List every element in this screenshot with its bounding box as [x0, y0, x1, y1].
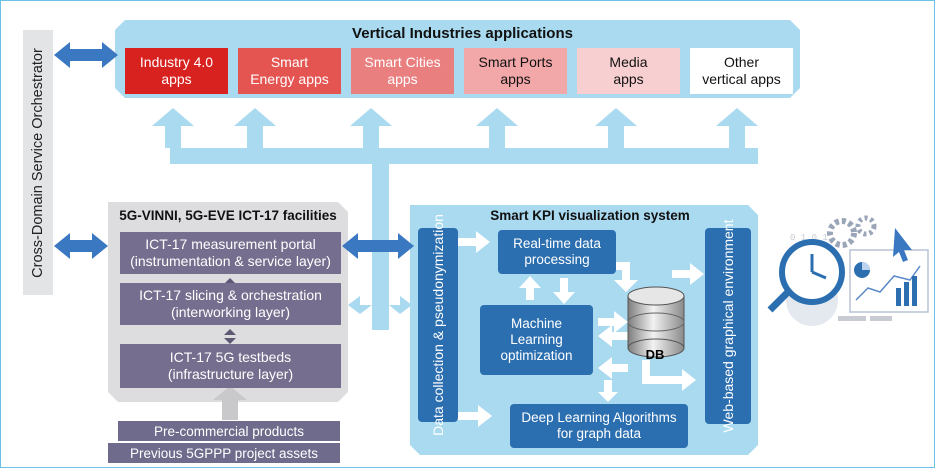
data-collection-box: Data collection & pseudonymization: [418, 214, 458, 436]
app-smart-cities: Smart Cities apps: [351, 48, 454, 94]
web-environment-label: Web-based graphical environment: [719, 219, 736, 433]
cross-domain-orchestrator: Cross-Domain Service Orchestrator: [23, 30, 53, 295]
kpi-system-title: Smart KPI visualization system: [490, 207, 690, 223]
deep-learning-box: Deep Learning Algorithms for graph data: [510, 404, 688, 448]
layer-slicing-orchestration: ICT-17 slicing & orchestration (interwor…: [120, 283, 341, 325]
realtime-processing-box: Real-time data processing: [498, 230, 616, 274]
layer-measurement-portal: ICT-17 measurement portal (instrumentati…: [120, 232, 341, 274]
app-other-vertical: Other vertical apps: [690, 48, 793, 94]
orchestrator-label: Cross-Domain Service Orchestrator: [30, 47, 46, 278]
db-cylinder: [627, 286, 685, 358]
layer-5g-testbeds: ICT-17 5G testbeds (infrastructure layer…: [120, 344, 341, 388]
orchestrator-arrows: [54, 42, 414, 259]
app-smart-ports: Smart Ports apps: [464, 48, 567, 94]
facilities-input-arrow: [213, 386, 247, 420]
input-previous-5gppp-assets: Previous 5GPPP project assets: [108, 443, 340, 463]
web-environment-box: Web-based graphical environment: [705, 220, 751, 432]
analytics-illustration: 0 1 0 1 1 0 1 1: [767, 215, 929, 326]
app-smart-energy: Smart Energy apps: [238, 48, 341, 94]
distribution-bus: [152, 108, 758, 330]
facilities-title: 5G-VINNI, 5G-EVE ICT-17 facilities: [119, 207, 337, 223]
data-collection-label: Data collection & pseudonymization: [429, 214, 446, 436]
svg-text:0 1 0 1: 0 1 0 1: [790, 233, 828, 243]
db-label: DB: [645, 346, 665, 362]
ml-optimization-box: Machine Learning optimization: [480, 305, 593, 375]
input-pre-commercial-products: Pre-commercial products: [118, 421, 340, 441]
app-industry-4: Industry 4.0 apps: [125, 48, 228, 94]
vertical-apps-title: Vertical Industries applications: [352, 24, 573, 42]
app-media: Media apps: [577, 48, 680, 94]
